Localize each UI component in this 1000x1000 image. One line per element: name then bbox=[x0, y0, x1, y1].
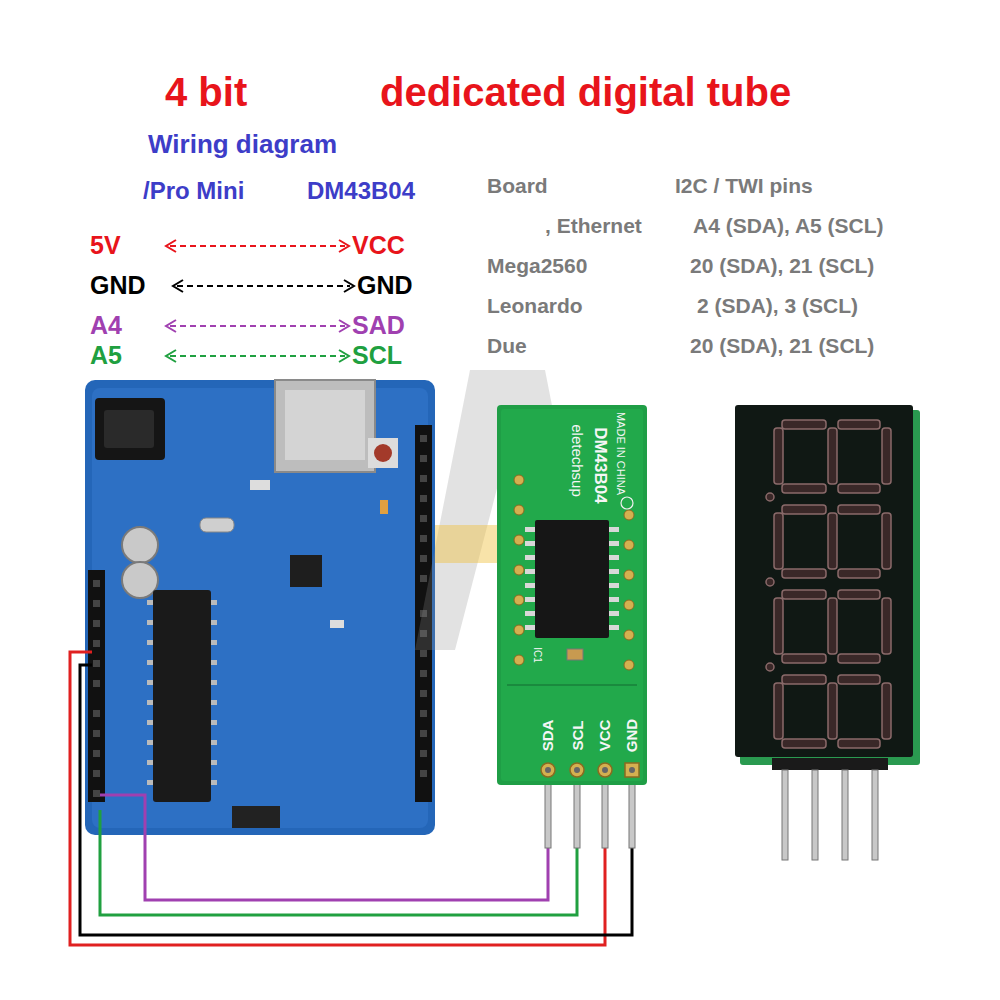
table-cell: 20 (SDA), 21 (SCL) bbox=[690, 335, 874, 356]
pin-name: A4 bbox=[90, 313, 122, 338]
table-header: I2C / TWI pins bbox=[675, 175, 813, 196]
display-module bbox=[735, 405, 920, 860]
pin-name: SDA bbox=[540, 719, 555, 751]
module-name: DM43B04 bbox=[307, 179, 415, 203]
silkscreen-text: MADE IN CHINA bbox=[616, 411, 627, 494]
pin-name: GND bbox=[625, 718, 640, 751]
wiring-arrows bbox=[166, 240, 354, 362]
pin-name: 5V bbox=[90, 233, 121, 258]
heading-text: dedicated digital tube bbox=[380, 72, 791, 112]
pin-name: GND bbox=[90, 273, 146, 298]
model-number: DM43B04 bbox=[591, 427, 608, 504]
pin-name: VCC bbox=[352, 233, 405, 258]
pin-name: VCC bbox=[597, 719, 612, 751]
table-cell: 20 (SDA), 21 (SCL) bbox=[690, 255, 874, 276]
table-cell: , Ethernet bbox=[545, 215, 642, 236]
table-header: Board bbox=[487, 175, 548, 196]
title-text: 4 bit bbox=[165, 72, 247, 112]
pin-name: A5 bbox=[90, 343, 122, 368]
component-ref: IC1 bbox=[532, 647, 542, 663]
board-name: /Pro Mini bbox=[143, 179, 244, 203]
pin-name: SCL bbox=[352, 343, 402, 368]
pin-name: SCL bbox=[570, 720, 585, 750]
arduino-board bbox=[85, 380, 435, 835]
table-cell: Due bbox=[487, 335, 527, 356]
subheading: Wiring diagram bbox=[148, 131, 337, 157]
table-cell: 2 (SDA), 3 (SCL) bbox=[697, 295, 858, 316]
table-cell: Mega2560 bbox=[487, 255, 587, 276]
pin-name: GND bbox=[357, 273, 413, 298]
module-pins bbox=[545, 783, 635, 848]
table-cell: A4 (SDA), A5 (SCL) bbox=[693, 215, 884, 236]
brand-name: eletechsup bbox=[570, 424, 585, 497]
pin-name: SAD bbox=[352, 313, 405, 338]
table-cell: Leonardo bbox=[487, 295, 583, 316]
module-board: MADE IN CHINA DM43B04 eletechsupIC1SDA SCL V… bbox=[497, 405, 647, 785]
